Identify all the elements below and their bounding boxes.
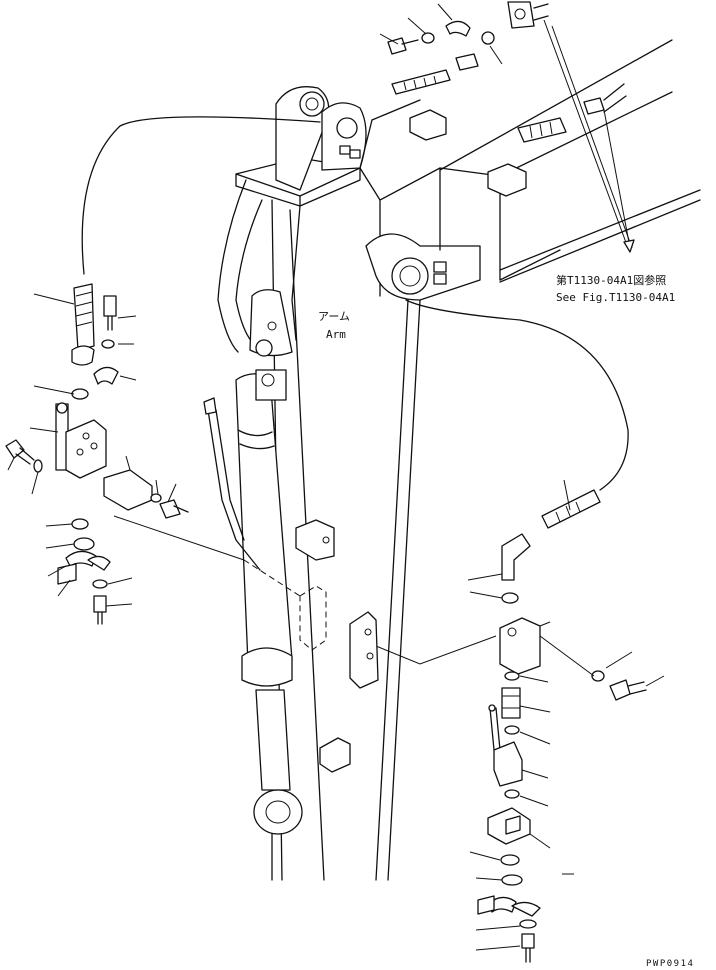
o-ring-icon: [504, 671, 520, 681]
o-ring-icon: [501, 592, 519, 604]
hose-fitting-icon: [517, 117, 567, 143]
elbow-fitting-icon: [501, 533, 531, 581]
right-valve-assembly: [467, 479, 665, 963]
bolt-icon: [159, 499, 181, 519]
labels: アーム Arm 第T1130-04A1図参照 See Fig.T1130-04A…: [318, 273, 694, 969]
washer-icon: [92, 579, 108, 589]
bolt-icon: [609, 679, 631, 701]
left-valve-assembly: [5, 283, 189, 625]
washer-icon: [501, 874, 523, 886]
bracket-icon: [103, 469, 153, 511]
ball-valve-icon: [493, 741, 523, 787]
arm-pin-boss-icon: [391, 257, 429, 295]
hose-fitting-icon: [541, 489, 601, 529]
bolt-icon: [103, 295, 117, 317]
washer-icon: [73, 537, 95, 551]
valve-block-icon: [65, 419, 107, 479]
bolt-icon: [5, 439, 25, 459]
washer-icon: [421, 32, 435, 44]
arm-label-en: Arm: [326, 328, 346, 341]
pad-icon: [409, 109, 447, 141]
clamp-icon: [445, 20, 471, 37]
washer-icon: [591, 670, 605, 682]
o-ring-icon: [500, 854, 520, 866]
o-ring-icon: [71, 388, 89, 400]
bolt-icon: [93, 595, 107, 613]
bracket-icon: [319, 737, 351, 773]
flange-icon: [507, 1, 535, 29]
washer-icon: [101, 339, 115, 349]
hose-fitting-icon: [203, 397, 217, 415]
o-ring-icon: [504, 725, 520, 735]
bolt-icon: [387, 37, 407, 55]
bolt-icon: [583, 97, 605, 115]
bolt-icon: [521, 933, 535, 949]
clamp-icon: [455, 53, 479, 71]
arm-cylinder: [235, 369, 303, 881]
arm-structure: [217, 39, 701, 881]
hose-routing: [81, 116, 629, 665]
clamp-icon: [487, 896, 517, 913]
reference-label-jp: 第T1130-04A1図参照: [556, 273, 666, 287]
adapter-icon: [501, 687, 521, 719]
washer-icon: [33, 459, 43, 473]
bracket-icon: [349, 611, 379, 689]
clamp-icon: [87, 555, 111, 571]
o-ring-icon: [481, 31, 495, 45]
o-ring-icon: [71, 518, 89, 530]
o-ring-icon: [504, 789, 520, 799]
arm-brackets: [295, 519, 379, 773]
bracket-icon: [295, 519, 335, 561]
pin-boss-icon: [299, 91, 325, 117]
top-parts: [379, 1, 635, 253]
pad-icon: [487, 163, 527, 197]
hose-fitting-icon: [73, 283, 95, 351]
washer-icon: [150, 493, 162, 503]
valve-block-icon: [499, 617, 541, 675]
figure-code: PWP0914: [646, 959, 694, 969]
clamp-icon: [93, 366, 119, 385]
rod-eye-icon: [253, 789, 303, 835]
washer-icon: [519, 919, 537, 929]
lever-icon: [489, 707, 501, 751]
arm-label-jp: アーム: [318, 310, 350, 323]
reference-label-en: See Fig.T1130-04A1: [556, 291, 675, 304]
hose-fitting-icon: [391, 69, 451, 95]
cylinder-gland-icon: [241, 647, 293, 687]
clamp-icon: [511, 901, 541, 917]
